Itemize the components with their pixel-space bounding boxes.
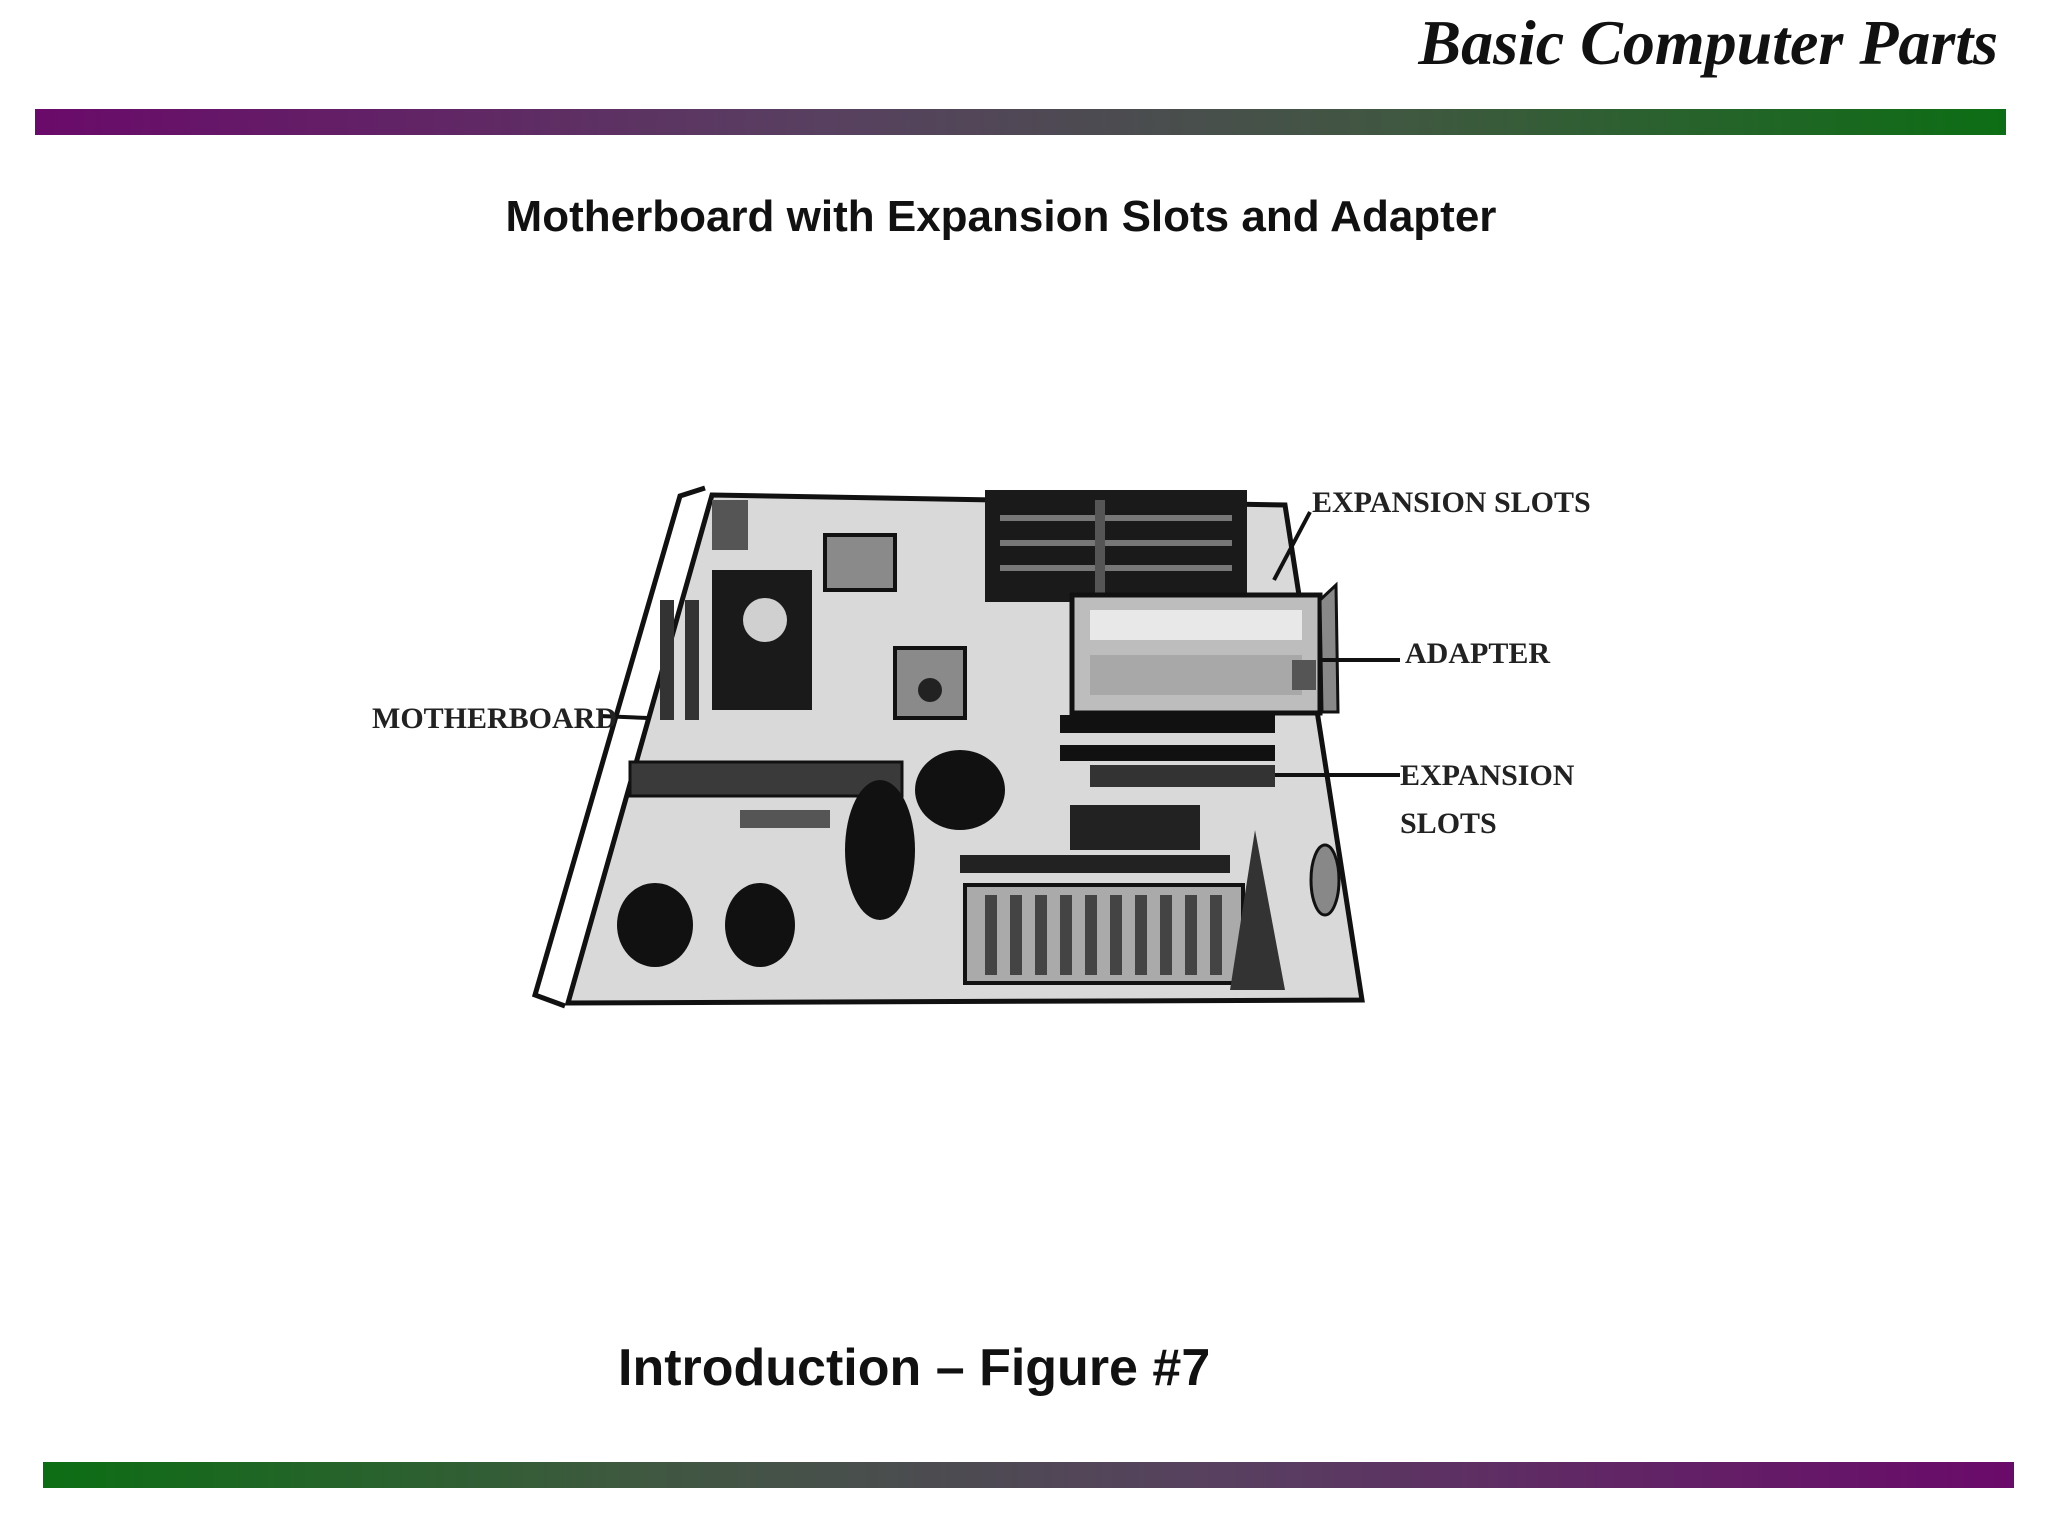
label-expansion-slots-top: EXPANSION SLOTS [1312,486,1591,519]
label-expansion-slots-bottom-line2: SLOTS [1400,807,1497,840]
label-adapter: ADAPTER [1405,637,1550,670]
figure-caption: Introduction – Figure #7 [618,1339,1211,1397]
slide-subtitle: Motherboard with Expansion Slots and Ada… [0,192,2048,242]
slide-title: Basic Computer Parts [1418,7,1998,78]
leader-lines [599,511,1400,777]
expansion-slots-bottom-block [1060,715,1275,787]
top-gradient-bar [35,109,2006,135]
adapter-card [1069,581,1340,716]
board-components [617,600,1341,990]
chips [628,500,967,828]
label-motherboard: MOTHERBOARD [372,702,617,735]
memory-bank [960,855,1245,985]
bottom-gradient-bar [43,1462,2014,1488]
subtitle-text: Motherboard with Expansion Slots and Ada… [505,192,1497,241]
label-expansion-slots-bottom-line1: EXPANSION [1400,759,1575,792]
expansion-slots-top-block [985,490,1247,602]
